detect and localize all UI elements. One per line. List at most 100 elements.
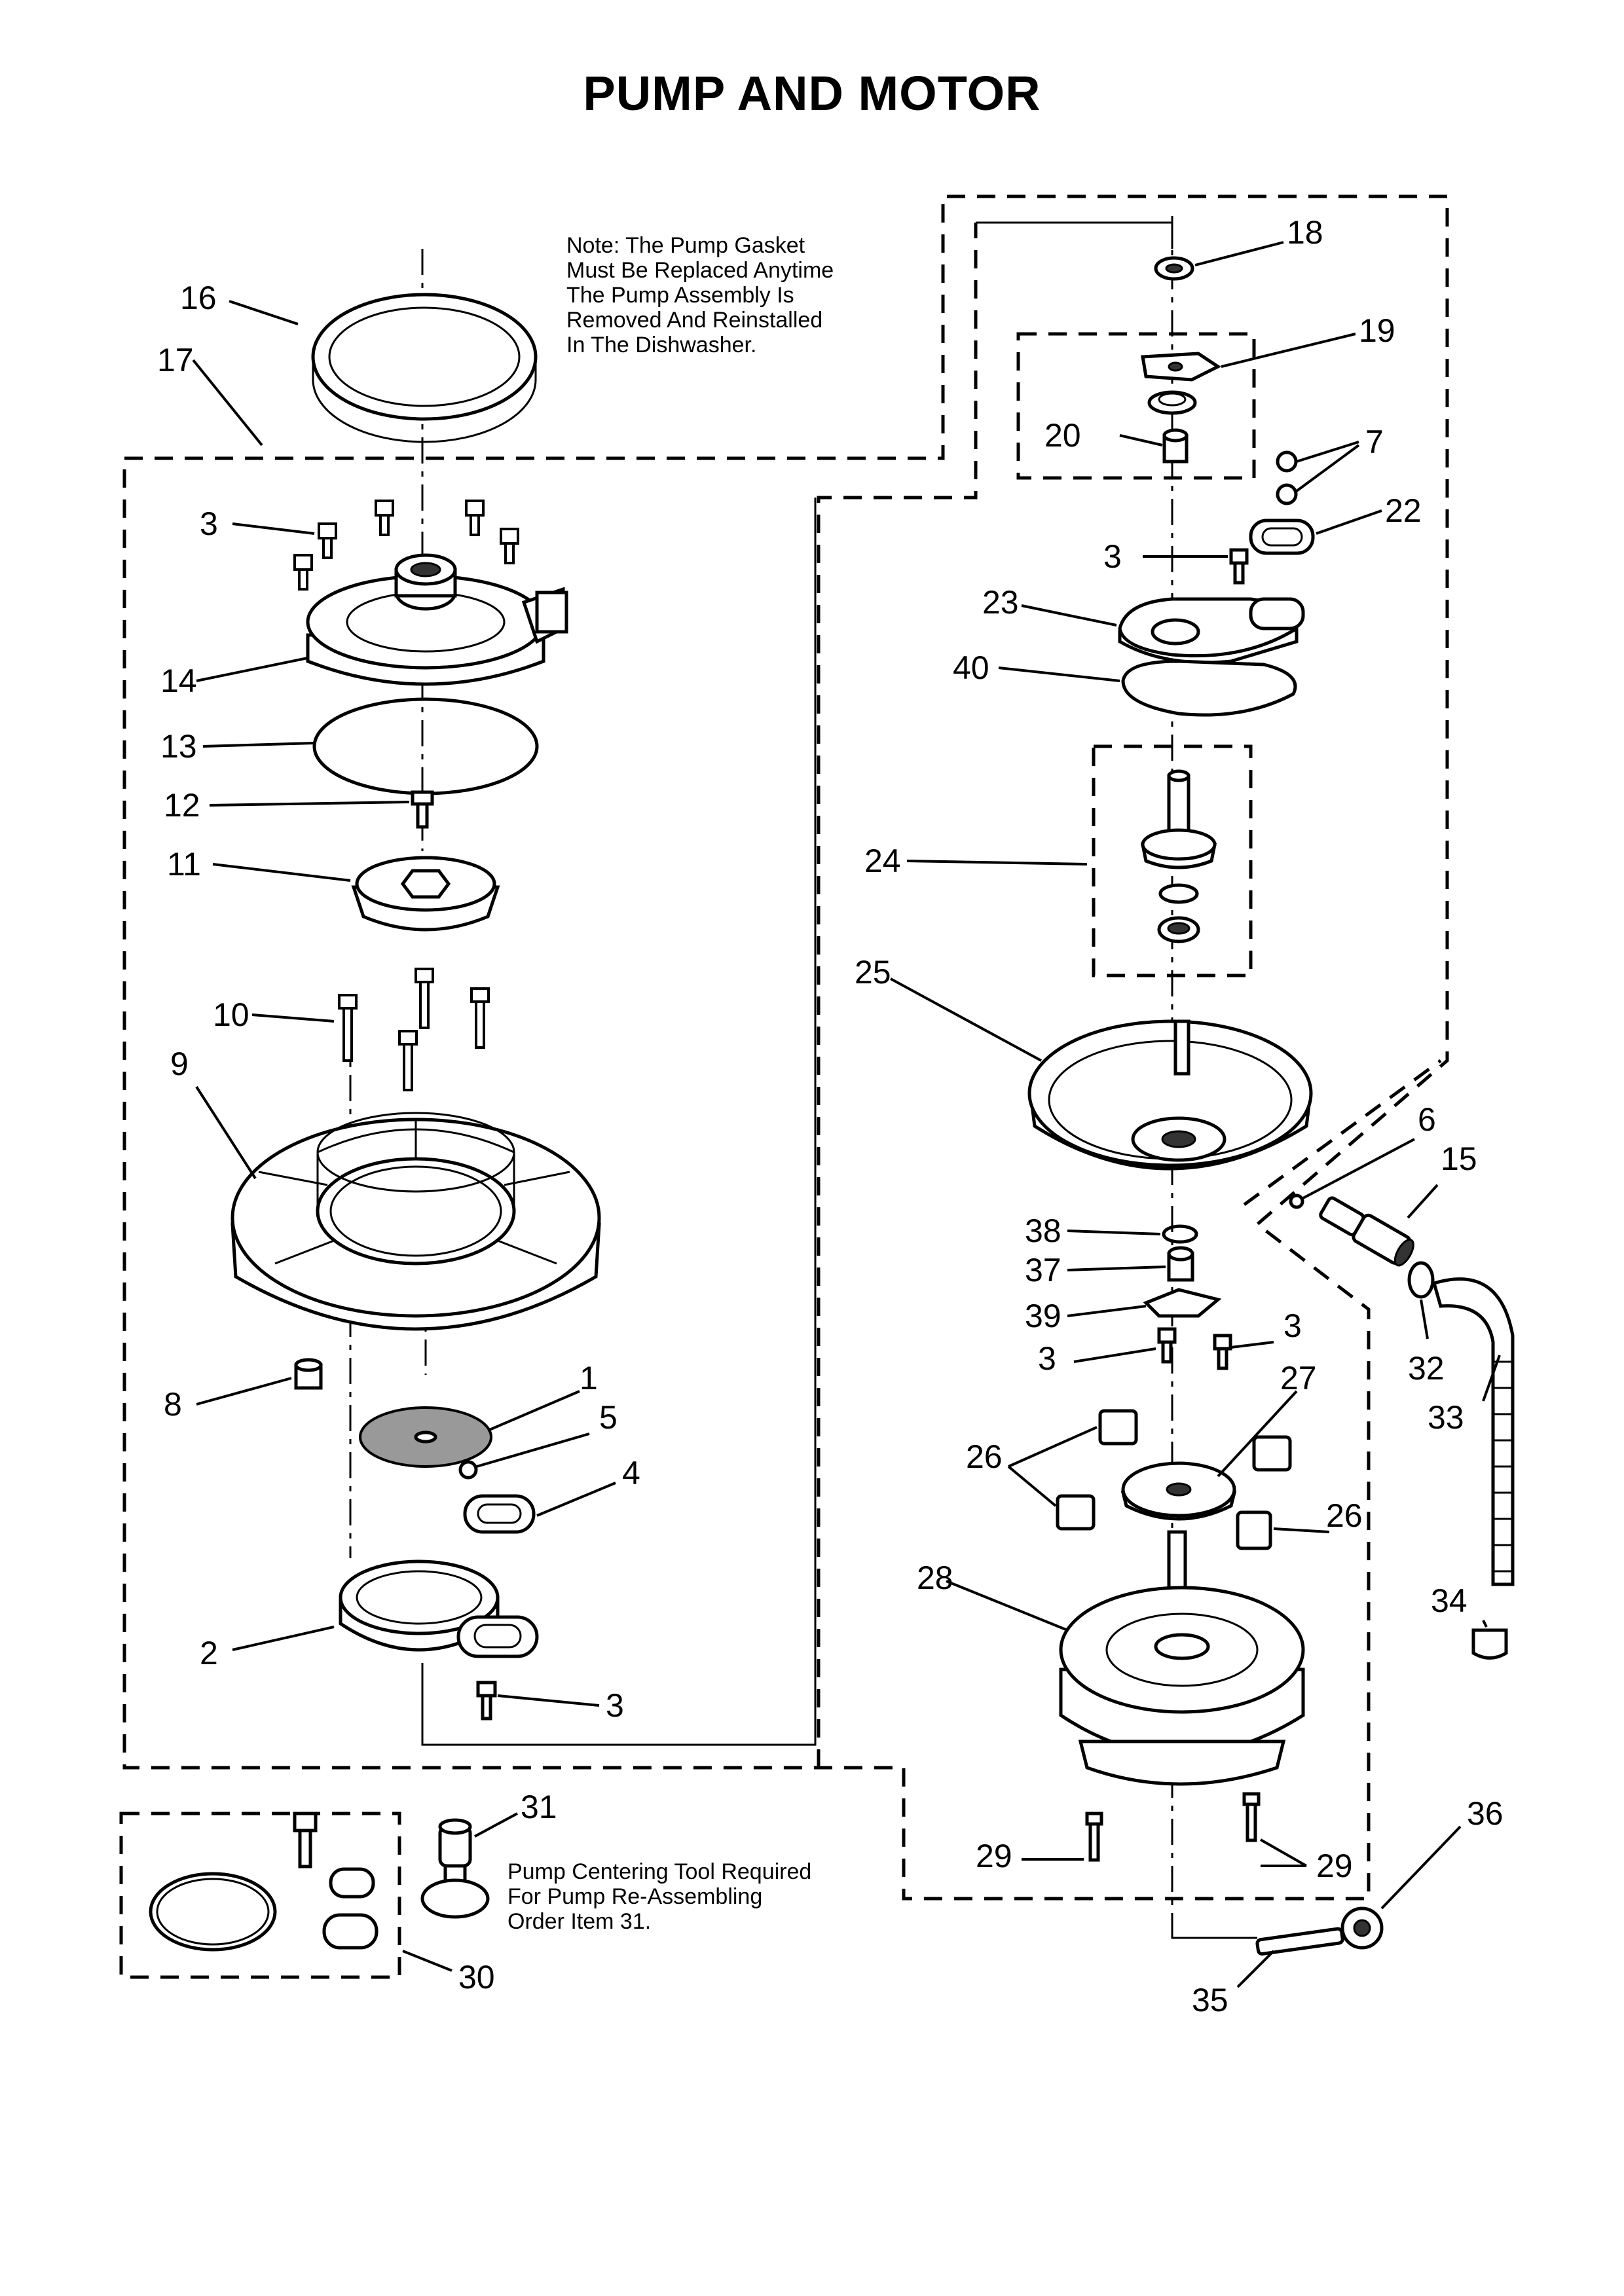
callout-26: 26 xyxy=(1326,1497,1363,1534)
callout-1: 1 xyxy=(580,1360,598,1396)
part-26-motor-mounts xyxy=(1056,1409,1292,1550)
left-return-path xyxy=(421,498,817,1746)
callout-9: 9 xyxy=(170,1046,189,1082)
callout-39: 39 xyxy=(1025,1298,1061,1334)
callout-3: 3 xyxy=(200,505,218,542)
drain-hose-connector-boundary xyxy=(1243,1059,1442,1207)
callout-30: 30 xyxy=(458,1959,495,1995)
centering-tool-note: Pump Centering Tool Required For Pump Re… xyxy=(507,1859,811,1934)
callout-40: 40 xyxy=(953,649,989,686)
callout-38: 38 xyxy=(1025,1212,1061,1249)
leader-lines xyxy=(192,241,1501,1988)
part-40-gasket xyxy=(1121,659,1297,717)
pump-housing-group-boundary xyxy=(817,223,978,1768)
callout-18: 18 xyxy=(1287,214,1323,251)
gasket-note: Note: The Pump Gasket Must Be Replaced A… xyxy=(566,233,834,357)
part-4-gasket xyxy=(463,1494,536,1534)
part-11-impeller xyxy=(351,856,500,932)
callout-3: 3 xyxy=(1283,1307,1302,1344)
part-7-ball xyxy=(1276,450,1298,473)
callout-13: 13 xyxy=(160,728,197,765)
callout-22: 22 xyxy=(1385,492,1422,529)
centering-note-line: For Pump Re-Assembling xyxy=(507,1884,763,1909)
left-assembly-boundary xyxy=(122,194,1449,1901)
callout-26: 26 xyxy=(966,1438,1003,1475)
part-19-seal-assembly xyxy=(1141,352,1221,415)
part-27-motor-fan xyxy=(1120,1461,1237,1521)
part-9-lower-housing xyxy=(231,1112,601,1331)
part-29-screws xyxy=(1085,1792,1261,1862)
page-title: PUMP AND MOTOR xyxy=(583,66,1041,120)
part-2-filter-housing xyxy=(339,1559,539,1658)
part-36-knob xyxy=(1340,1906,1384,1950)
callout-37: 37 xyxy=(1025,1252,1061,1288)
part-35-shaft xyxy=(1255,1927,1344,1956)
callout-33: 33 xyxy=(1428,1399,1464,1436)
part-14-pump-housing xyxy=(306,553,568,686)
callout-19: 19 xyxy=(1359,312,1395,349)
callout-5: 5 xyxy=(599,1399,618,1436)
callout-16: 16 xyxy=(180,280,217,316)
callout-28: 28 xyxy=(917,1559,953,1596)
part-32-clamp xyxy=(1407,1261,1435,1299)
centering-note-line: Pump Centering Tool Required xyxy=(507,1859,812,1884)
callout-12: 12 xyxy=(164,787,200,824)
callout-25: 25 xyxy=(855,954,891,991)
callout-15: 15 xyxy=(1441,1140,1477,1177)
part-31-centering-tool xyxy=(420,1818,490,1919)
part-3-screw-right-top xyxy=(1229,548,1249,585)
gasket-note-line: Removed And Reinstalled xyxy=(566,308,823,333)
part-3-screws-top xyxy=(293,500,519,591)
part-16-pump-gasket xyxy=(311,293,538,421)
callout-29: 29 xyxy=(976,1838,1012,1874)
callout-35: 35 xyxy=(1192,1982,1228,2018)
part-10-screws xyxy=(338,968,490,1091)
part-22-gasket xyxy=(1249,519,1315,555)
part-24-impeller-shaft xyxy=(1140,769,1217,943)
part-15-connector xyxy=(1319,1196,1414,1267)
callout-32: 32 xyxy=(1408,1350,1445,1387)
callout-29: 29 xyxy=(1316,1848,1353,1884)
callout-3: 3 xyxy=(606,1687,624,1724)
callout-31: 31 xyxy=(521,1789,557,1825)
part-33-drain-hose xyxy=(1431,1277,1515,1586)
part-20-bushing xyxy=(1162,428,1189,464)
gasket-note-line: Must Be Replaced Anytime xyxy=(566,258,834,283)
part-3-screw-bottom xyxy=(476,1681,497,1721)
part-34-cap xyxy=(1471,1628,1508,1660)
callout-7: 7 xyxy=(1365,424,1384,460)
callout-34: 34 xyxy=(1431,1582,1467,1619)
callout-10: 10 xyxy=(213,996,249,1033)
gasket-note-line: In The Dishwasher. xyxy=(566,333,757,357)
callout-24: 24 xyxy=(864,843,901,879)
part-38-o-ring xyxy=(1162,1224,1198,1244)
part-5-ball xyxy=(458,1460,478,1480)
callout-20: 20 xyxy=(1044,417,1081,454)
part-23-cover-plate xyxy=(1118,597,1305,665)
callout-6: 6 xyxy=(1418,1101,1436,1138)
callout-17: 17 xyxy=(157,342,194,378)
gasket-note-line: Note: The Pump Gasket xyxy=(566,233,805,258)
part-39-seal-plate xyxy=(1143,1288,1222,1318)
part-12-bolt xyxy=(411,790,434,829)
part-6-o-ring xyxy=(1289,1194,1304,1209)
callout-4: 4 xyxy=(622,1455,640,1491)
callout-14: 14 xyxy=(160,663,197,699)
callout-23: 23 xyxy=(982,584,1019,621)
part-25-pump-base xyxy=(1027,1019,1313,1171)
part-28-motor xyxy=(1059,1530,1305,1786)
gasket-note-line: The Pump Assembly Is xyxy=(566,283,794,308)
callout-2: 2 xyxy=(200,1635,218,1671)
callout-11: 11 xyxy=(167,846,201,883)
part-37-bearing xyxy=(1167,1246,1194,1282)
seal-group-boundary xyxy=(1016,332,1256,480)
callout-27: 27 xyxy=(1280,1360,1317,1396)
part-13-o-ring xyxy=(312,697,539,795)
part-8-bushing xyxy=(294,1358,323,1390)
kit-30-boundary xyxy=(119,1812,401,1979)
part-3-screws-right-middle xyxy=(1157,1327,1232,1370)
callout-3: 3 xyxy=(1038,1340,1056,1377)
callout-3: 3 xyxy=(1103,538,1122,575)
callout-8: 8 xyxy=(164,1386,182,1423)
